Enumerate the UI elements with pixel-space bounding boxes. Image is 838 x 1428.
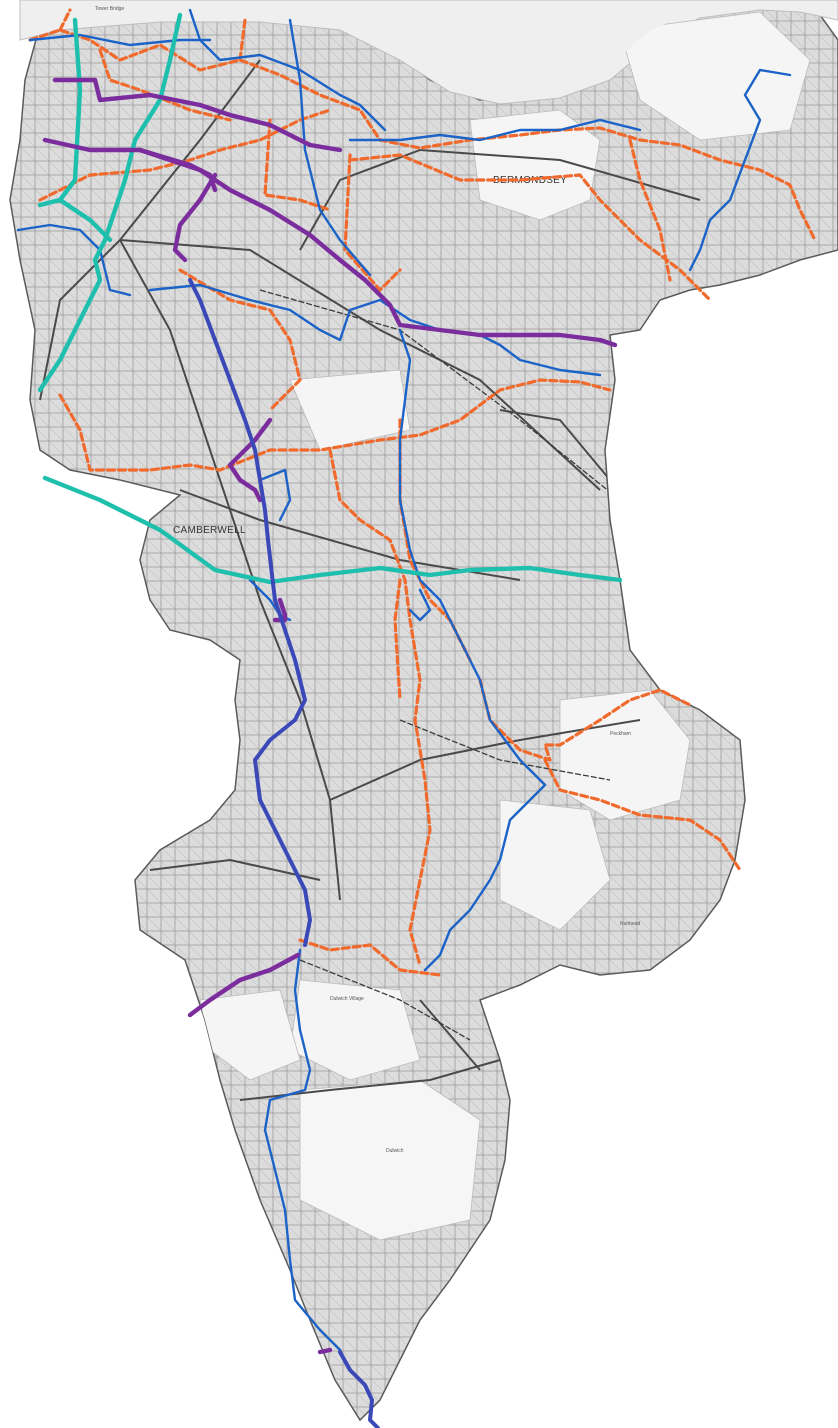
route-purple [137,147,618,348]
route-orange-dashed [628,138,672,282]
route-blue [148,283,602,377]
route-blue [408,588,432,622]
main-road [39,239,121,401]
route-teal [37,12,183,393]
route-orange-dashed [98,48,232,122]
park-area [289,369,411,451]
route-orange-dashed [393,578,402,702]
route-teal [57,197,113,243]
route-orange-dashed [478,678,692,762]
main-road [329,719,641,801]
borough-base [9,4,838,1422]
label-nunhead: Nunhead [620,921,641,927]
route-orange-dashed [178,268,302,412]
route-orange-dashed [298,938,442,977]
main-road [419,999,481,1071]
main-road [299,148,701,251]
route-purple [227,417,273,503]
main-road [119,59,261,241]
label-tower-bridge: Tower Bridge [95,6,124,12]
park-area [619,11,811,141]
river-thames [19,0,838,105]
label-dulwich-village: Dulwich Village [330,996,364,1002]
route-blue [258,468,292,522]
route-purple [187,952,301,1018]
route-orange-dashed [58,378,612,472]
route-orange-dashed [238,18,247,62]
main-road [149,858,321,881]
route-purple [317,1347,333,1355]
route-indigo [188,278,312,947]
route-blue [688,68,792,272]
railway [299,959,471,1041]
route-blue [398,328,547,972]
place-labels: BERMONDSEY CAMBERWELL Peckham Dulwich Nu… [95,6,641,1154]
open-spaces [199,11,811,1241]
label-bermondsey: BERMONDSEY [493,175,567,186]
route-purple [172,172,218,263]
railway [399,719,611,781]
route-orange-dashed [543,758,742,872]
route-blue [16,223,132,297]
route-orange-dashed [263,118,332,212]
route-teal [37,17,83,208]
label-dulwich-park: Dulwich [386,1148,404,1154]
route-blue [188,8,387,132]
railways [259,289,621,1041]
borough-land [9,4,838,1422]
park-area [499,799,611,931]
route-purple [52,77,343,153]
route-orange-dashed [38,108,332,202]
route-orange-dashed [343,153,402,292]
route-orange-dashed [58,8,72,32]
railway [259,289,621,501]
label-camberwell: CAMBERWELL [173,525,246,536]
main-road [119,239,601,491]
route-orange-dashed [328,448,432,967]
routes-purple [42,77,618,1355]
route-orange-dashed [28,28,817,242]
route-blue [263,948,342,1352]
route-indigo [338,1350,380,1428]
label-peckham-park: Peckham [610,731,631,737]
route-blue [348,118,642,142]
main-road [499,409,611,481]
route-blue [28,33,212,47]
routes-orange-dashed [28,8,817,977]
routes-teal [37,12,623,585]
route-teal [42,475,623,585]
routes-blue [16,8,792,1352]
routes-indigo [188,278,380,1428]
